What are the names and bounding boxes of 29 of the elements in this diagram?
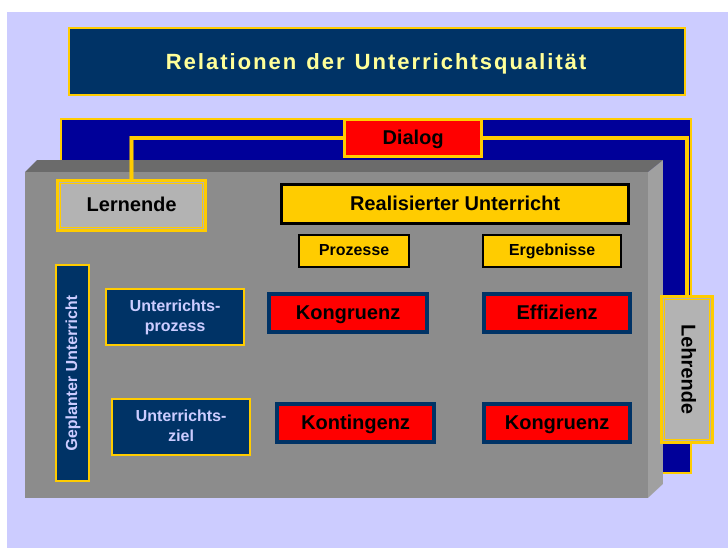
quality-box <box>482 402 632 444</box>
node-label: Dialog <box>382 126 444 150</box>
node-label: Ergebnisse <box>508 241 596 261</box>
row-header-box <box>105 288 245 346</box>
node-label: Unterrichts- prozess <box>128 297 222 337</box>
node-label: Kongruenz <box>296 300 400 326</box>
row-group-box <box>55 264 90 482</box>
node-label: Lehrende <box>676 324 700 415</box>
node-label: Unterrichts- ziel <box>134 407 228 447</box>
row-header-box <box>111 398 251 456</box>
node-label: Effizienz <box>516 300 598 326</box>
quality-box <box>267 292 429 334</box>
column-header-box <box>298 234 410 268</box>
node-label: Kontingenz <box>301 410 410 436</box>
teacher-box <box>662 297 712 442</box>
quality-box <box>275 402 436 444</box>
node-label: Lernende <box>86 193 177 218</box>
quality-box <box>482 292 632 334</box>
column-header-box <box>482 234 622 268</box>
learner-box <box>58 181 205 230</box>
header-box <box>280 183 630 225</box>
dialog-box <box>343 118 483 158</box>
node-label: Prozesse <box>318 241 390 261</box>
node-label: Geplanter Unterricht <box>62 295 82 451</box>
node-label: Realisierter Unterricht <box>350 192 560 216</box>
connector-line <box>483 136 689 297</box>
node-label: Kongruenz <box>504 410 610 436</box>
title: Relationen der Unterrichtsqualität <box>166 48 588 74</box>
connector-line <box>130 136 343 181</box>
